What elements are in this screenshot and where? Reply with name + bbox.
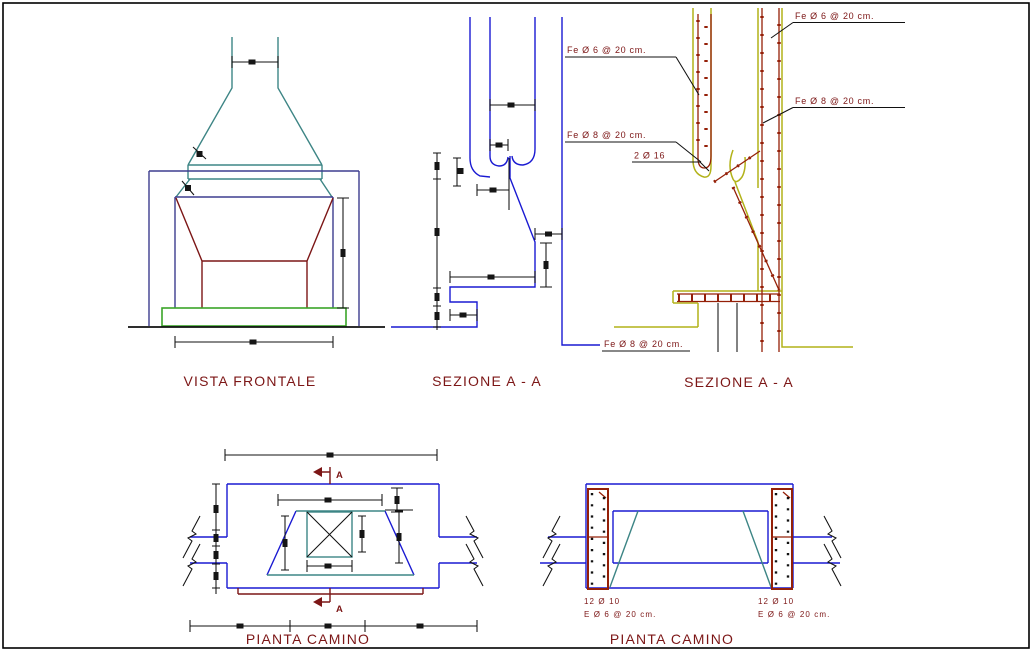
rebar-annotations: Fe Ø 6 @ 20 cm. Fe Ø 6 @ 20 cm. Fe Ø 8 @… [565,11,905,352]
slab-leader-lines [717,303,738,352]
flue-cross [306,511,353,558]
annotation-fe6-top-right: Fe Ø 6 @ 20 cm. [795,11,874,21]
right-section-walls [614,8,853,348]
left-column-bars-label: 12 Ø 10 [584,597,620,606]
right-section-rebar [677,8,781,352]
mid-section-dimensions [433,99,563,330]
section-marker-top: A [313,467,343,484]
annotation-2-d16: 2 Ø 16 [634,151,665,161]
plan-left-break-marks [182,515,484,587]
front-chimney-breast [148,170,360,326]
front-view: VISTA FRONTALE [128,37,385,389]
section-marker-bottom: A [313,588,343,615]
plan-right-view: 12 Ø 10 E Ø 6 @ 20 cm. 12 Ø 10 E Ø 6 @ 2… [540,483,842,647]
mid-section-view: SEZIONE A - A [391,17,600,389]
front-firebox [175,197,334,308]
section-letter-top: A [336,470,343,481]
plan-right-columns [587,488,793,590]
section-letter-bottom: A [336,604,343,615]
front-hearth [161,307,347,327]
left-column-stirrups-label: E Ø 6 @ 20 cm. [584,610,656,619]
front-dimensions [174,56,349,348]
mid-section-profile [391,17,600,346]
plan-left-outline [190,483,477,589]
right-section-view: Fe Ø 6 @ 20 cm. Fe Ø 6 @ 20 cm. Fe Ø 8 @… [565,8,905,390]
caption-mid-section: SEZIONE A - A [432,373,542,389]
caption-plan-left: PIANTA CAMINO [246,631,370,647]
caption-plan-right: PIANTA CAMINO [610,631,734,647]
plan-right-column-labels: 12 Ø 10 E Ø 6 @ 20 cm. 12 Ø 10 E Ø 6 @ 2… [584,597,830,619]
caption-front-view: VISTA FRONTALE [184,373,317,389]
right-column-stirrups-label: E Ø 6 @ 20 cm. [758,610,830,619]
plan-right-outline [540,483,840,589]
annotation-fe8-bottom: Fe Ø 8 @ 20 cm. [604,339,683,349]
plan-right-break-marks [542,515,842,587]
annotation-fe8-right: Fe Ø 8 @ 20 cm. [795,96,874,106]
right-column-bars-label: 12 Ø 10 [758,597,794,606]
front-flue-hood [175,37,333,198]
plan-left-dimensions [189,449,478,632]
plan-left-firebox [267,510,414,576]
plan-right-firebox [609,510,772,588]
annotation-fe8-left: Fe Ø 8 @ 20 cm. [567,130,646,140]
plan-left-view: A A [182,449,484,647]
annotation-fe6-left: Fe Ø 6 @ 20 cm. [567,45,646,55]
caption-right-section: SEZIONE A - A [684,374,794,390]
